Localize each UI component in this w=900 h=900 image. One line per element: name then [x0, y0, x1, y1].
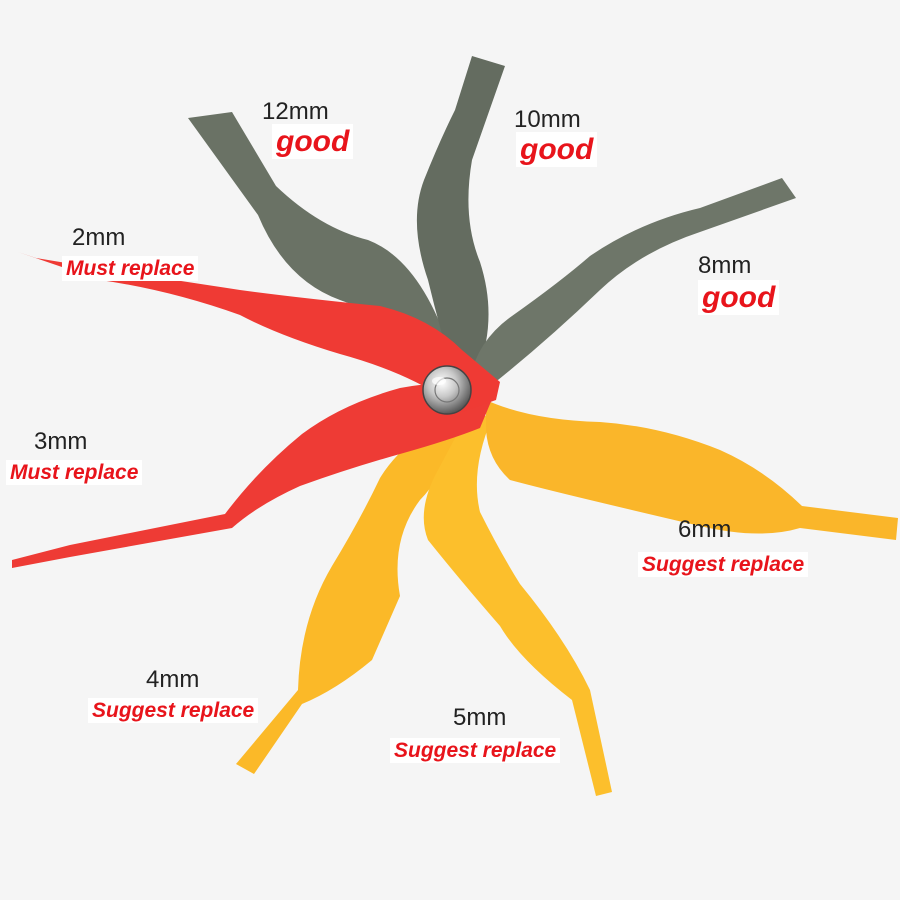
status-label-10mm: good	[516, 132, 598, 167]
status-label-12mm: good	[272, 124, 354, 159]
size-label-12mm: 12mm	[262, 98, 329, 125]
size-label-2mm: 2mm	[72, 224, 126, 251]
size-label-6mm: 6mm	[678, 516, 732, 543]
size-label-8mm: 8mm	[698, 252, 752, 279]
status-label-3mm: Must replace	[6, 460, 143, 486]
gauge-blade-5mm	[423, 410, 612, 796]
screw-icon	[422, 365, 472, 415]
gauge-blade-3mm	[12, 383, 495, 568]
status-label-5mm: Suggest replace	[390, 738, 561, 764]
gauge-blade-10mm	[416, 56, 505, 378]
size-label-10mm: 10mm	[514, 106, 581, 133]
gauge-blade-8mm	[470, 178, 796, 380]
size-label-5mm: 5mm	[453, 704, 507, 731]
size-label-3mm: 3mm	[34, 428, 88, 455]
gauge-blade-4mm	[236, 405, 478, 774]
status-label-2mm: Must replace	[62, 256, 199, 282]
gauge-blade-6mm	[486, 400, 898, 540]
status-label-8mm: good	[698, 280, 780, 315]
size-label-4mm: 4mm	[146, 666, 200, 693]
status-label-4mm: Suggest replace	[88, 698, 259, 724]
status-label-6mm: Suggest replace	[638, 552, 809, 578]
